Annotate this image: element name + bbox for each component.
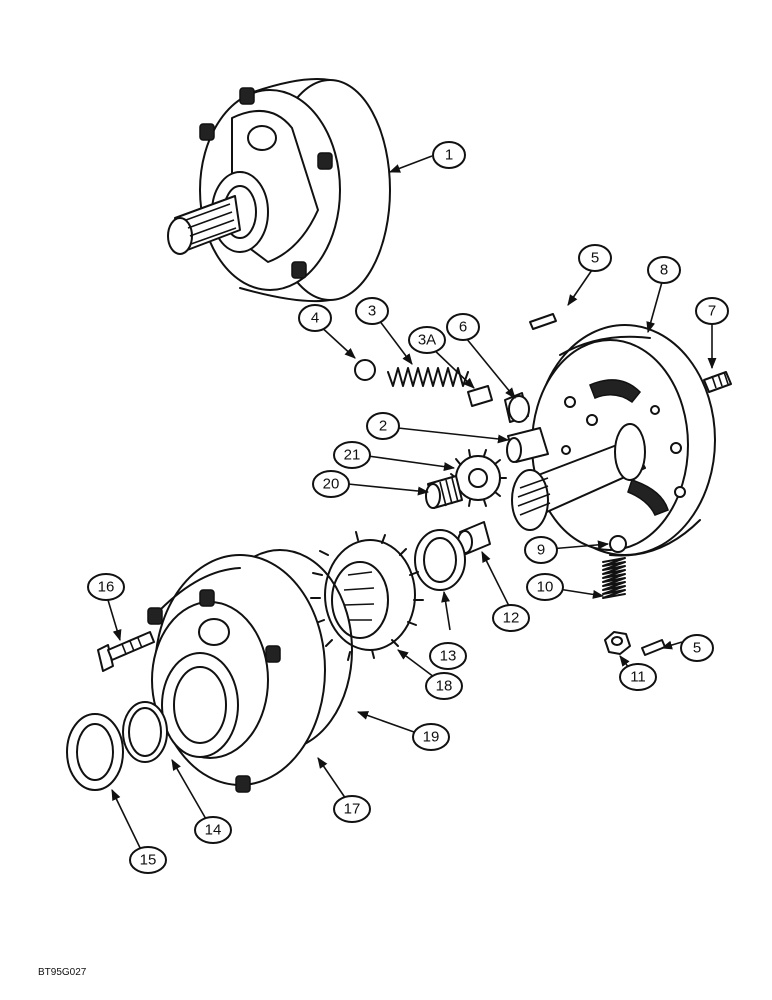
svg-text:8: 8: [660, 262, 668, 279]
svg-text:14: 14: [205, 822, 222, 839]
callout-10: 10: [526, 573, 564, 601]
pin-part-3a: [467, 385, 493, 407]
svg-text:12: 12: [503, 610, 520, 627]
svg-text:4: 4: [311, 310, 319, 327]
leader-lines: [107, 155, 717, 857]
callout-2: 2: [366, 412, 400, 440]
svg-text:16: 16: [98, 579, 115, 596]
callout-14: 14: [194, 816, 232, 844]
ball-part-4: [354, 359, 376, 381]
svg-text:15: 15: [140, 852, 157, 869]
pin-part-5-bottom: [641, 639, 666, 656]
svg-text:21: 21: [344, 447, 361, 464]
svg-text:10: 10: [537, 579, 554, 596]
callout-18: 18: [425, 672, 463, 700]
drawing-code: BT95G027: [38, 967, 87, 978]
callout-8: 8: [647, 256, 681, 284]
callout-20: 20: [312, 470, 350, 498]
svg-text:2: 2: [379, 418, 387, 435]
callout-7: 7: [695, 297, 729, 325]
callout-5-top: 5: [578, 244, 612, 272]
callout-13: 13: [429, 642, 467, 670]
spring-part-10: [602, 557, 626, 599]
svg-text:5: 5: [693, 640, 701, 657]
gear-part-18: [310, 531, 424, 661]
svg-text:9: 9: [537, 542, 545, 559]
callout-4: 4: [298, 304, 332, 332]
sleeve-part-2: [506, 427, 549, 463]
callout-17: 17: [333, 795, 371, 823]
pump-assembly-part: [167, 78, 391, 303]
callout-1: 1: [432, 141, 466, 169]
plug-part-7: [703, 371, 732, 393]
svg-text:13: 13: [440, 648, 457, 665]
ring-part-14: [122, 701, 168, 763]
callout-16: 16: [87, 573, 125, 601]
ball-part-9: [609, 535, 627, 553]
callout-5-bottom: 5: [680, 634, 714, 662]
callout-11: 11: [619, 663, 657, 691]
bolt-part-16: [97, 631, 155, 672]
pin-part-5-top: [529, 313, 557, 330]
svg-text:1: 1: [445, 147, 453, 164]
svg-text:11: 11: [630, 669, 646, 686]
valve-part-6: [504, 392, 530, 423]
svg-text:6: 6: [459, 319, 467, 336]
callout-12: 12: [492, 604, 530, 632]
svg-text:7: 7: [708, 303, 716, 320]
callout-21: 21: [333, 441, 371, 469]
nut-part-11: [604, 631, 631, 655]
bearing-part-20: [425, 475, 463, 509]
seal-part-15: [66, 713, 124, 791]
callout-9: 9: [524, 536, 558, 564]
svg-text:18: 18: [436, 678, 453, 695]
callout-3: 3: [355, 297, 389, 325]
pump-housing-part-17: [147, 554, 326, 793]
callout-19: 19: [412, 723, 450, 751]
svg-text:5: 5: [591, 250, 599, 267]
svg-text:19: 19: [423, 729, 440, 746]
svg-text:20: 20: [323, 476, 340, 493]
svg-text:3A: 3A: [418, 332, 436, 349]
race-part-13: [414, 529, 466, 591]
spring-part-3: [387, 367, 469, 387]
svg-text:3: 3: [368, 303, 376, 320]
callout-6: 6: [446, 313, 480, 341]
callout-15: 15: [129, 846, 167, 874]
svg-text:17: 17: [344, 801, 361, 818]
callout-3a: 3A: [408, 326, 446, 354]
